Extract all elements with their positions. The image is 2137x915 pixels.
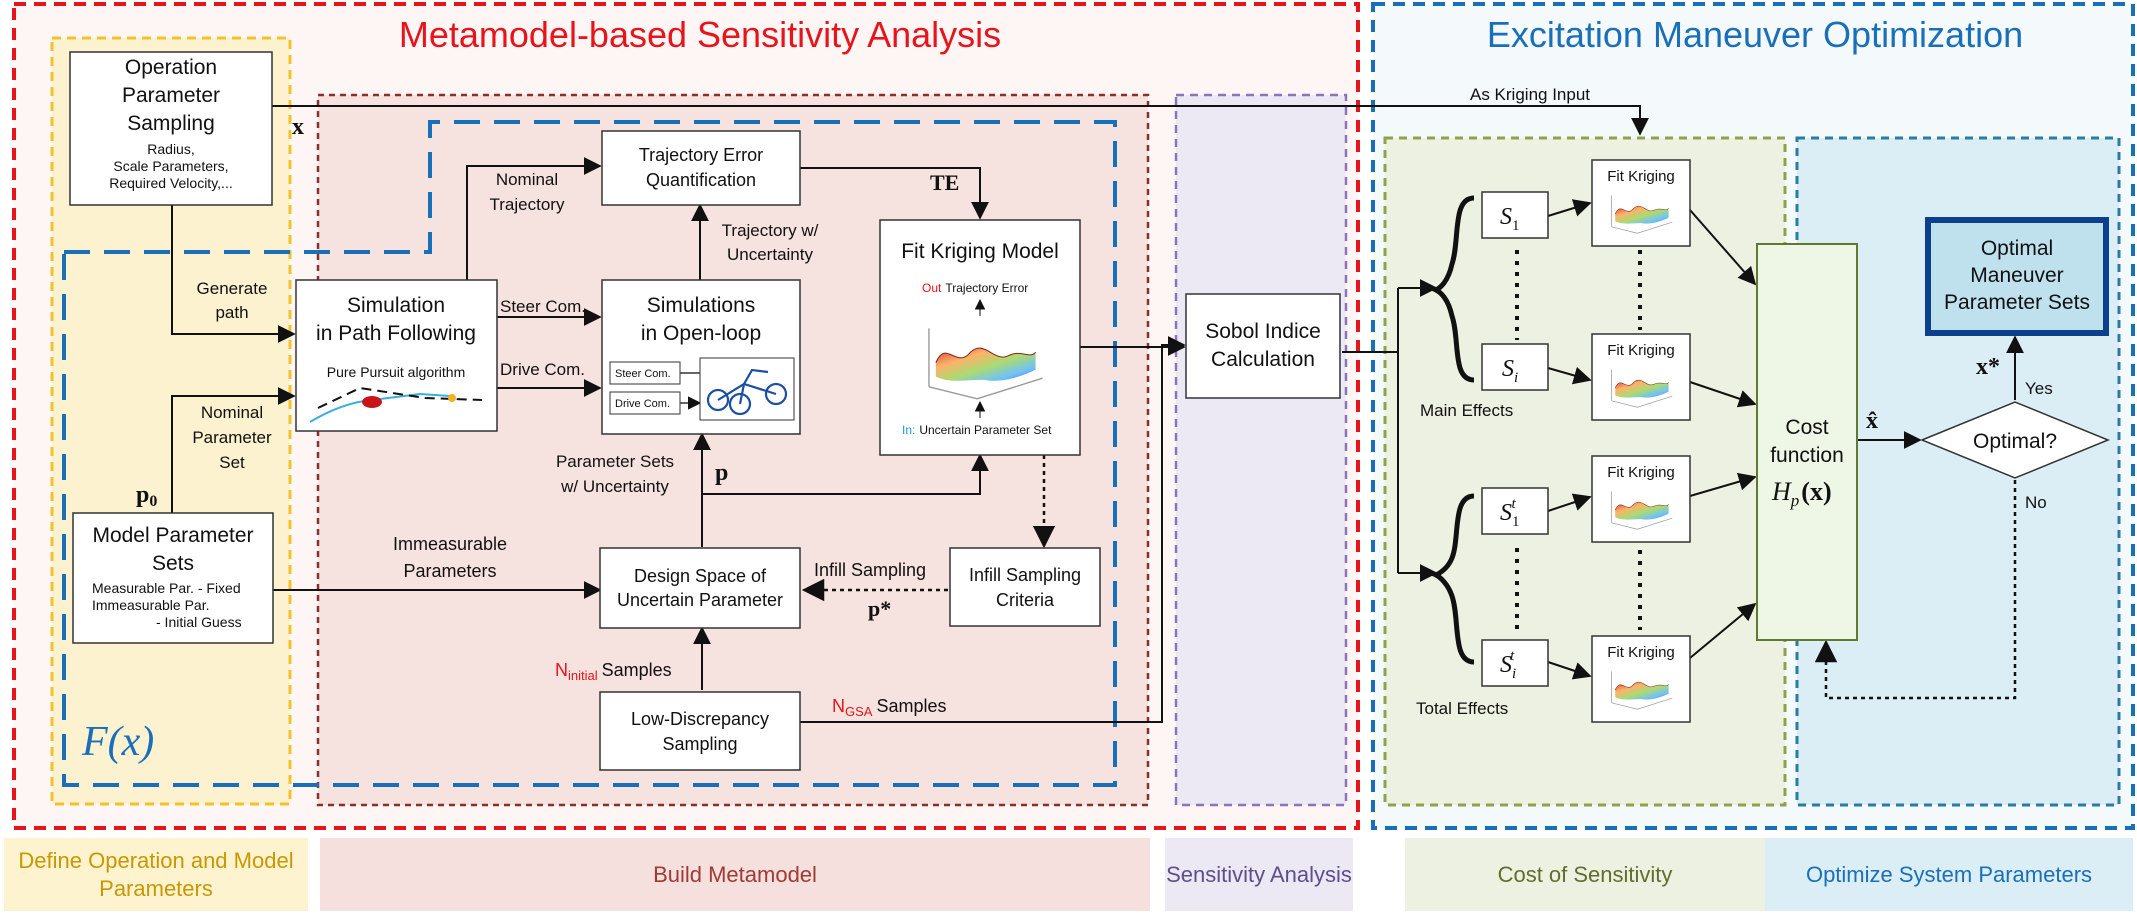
svg-text:p0: p0 — [136, 482, 157, 510]
svg-text:Total Effects: Total Effects — [1416, 699, 1508, 718]
svg-text:In:Uncertain Parameter Set: In:Uncertain Parameter Set — [902, 423, 1052, 437]
kriging-small-boxes: Fit Kriging Fit Kriging Fit Kriging Fit … — [1591, 159, 1691, 723]
svg-text:Fit Kriging Model: Fit Kriging Model — [901, 240, 1059, 263]
svg-text:Steer Com.: Steer Com. — [500, 297, 586, 316]
fx-boundary — [62, 120, 1117, 787]
svg-text:Sit: Sit — [1500, 648, 1516, 682]
svg-text:Yes: Yes — [2025, 379, 2053, 398]
svg-text:x̂: x̂ — [1866, 408, 1878, 434]
svg-text:Fit Kriging: Fit Kriging — [1607, 464, 1675, 481]
brace-total — [1430, 493, 1475, 665]
svg-text:No: No — [2025, 493, 2047, 512]
bottom-header-build: Build Metamodel — [320, 838, 1150, 911]
brace-main — [1430, 195, 1475, 383]
svg-text:Trajectory w/Uncertainty: Trajectory w/Uncertainty — [722, 221, 819, 264]
svg-text:Radius,Scale Parameters,Requir: Radius,Scale Parameters,Required Velocit… — [109, 141, 232, 191]
svg-text:Steer Com.: Steer Com. — [615, 368, 671, 380]
svg-text:Infill Sampling: Infill Sampling — [814, 560, 926, 580]
svg-text:x*: x* — [1976, 354, 2000, 380]
svg-text:Drive Com.: Drive Com. — [500, 360, 585, 379]
ellipsis-dots — [1515, 250, 1642, 632]
svg-text:Drive Com.: Drive Com. — [615, 398, 670, 410]
optimal-decision: Optimal? — [1920, 401, 2110, 479]
svg-text:Si: Si — [1502, 356, 1518, 386]
svg-text:S1: S1 — [1500, 204, 1520, 234]
subregion-cost — [1383, 136, 1787, 807]
s-boxes: S1 Si S1t Sit — [1481, 191, 1549, 687]
svg-text:F(x): F(x) — [81, 719, 154, 765]
dashed-connectors — [801, 455, 2017, 700]
svg-text:TE: TE — [930, 170, 959, 195]
svg-text:Main Effects: Main Effects — [1420, 401, 1513, 420]
tricycle-icon — [706, 368, 788, 416]
bottom-header-optimize: Optimize System Parameters — [1765, 838, 2133, 911]
bottom-header-define: Define Operation and Model Parameters — [4, 838, 308, 911]
svg-text:Fit Kriging: Fit Kriging — [1607, 342, 1675, 359]
title-optimization: Excitation Maneuver Optimization — [1486, 14, 2024, 55]
svg-text:Fit Kriging: Fit Kriging — [1607, 168, 1675, 185]
svg-text:Fit Kriging: Fit Kriging — [1607, 644, 1675, 661]
svg-text:Optimal?: Optimal? — [1973, 430, 2057, 453]
svg-text:Pure Pursuit algorithm: Pure Pursuit algorithm — [327, 364, 466, 380]
bottom-header-cost: Cost of Sensitivity — [1405, 838, 1765, 911]
svg-text:As Kriging Input: As Kriging Input — [1470, 85, 1590, 104]
svg-text:p*: p* — [868, 596, 891, 621]
svg-text:x: x — [292, 114, 304, 140]
subregion-sensitivity — [1174, 93, 1348, 807]
svg-text:p: p — [715, 460, 728, 486]
svg-text:Hp(x): Hp(x) — [1771, 477, 1832, 510]
svg-text:S1t: S1t — [1500, 496, 1520, 530]
connectors — [171, 105, 2024, 723]
bottom-header-sensitivity: Sensitivity Analysis — [1165, 838, 1353, 911]
title-metamodel: Metamodel-based Sensitivity Analysis — [398, 14, 1002, 55]
